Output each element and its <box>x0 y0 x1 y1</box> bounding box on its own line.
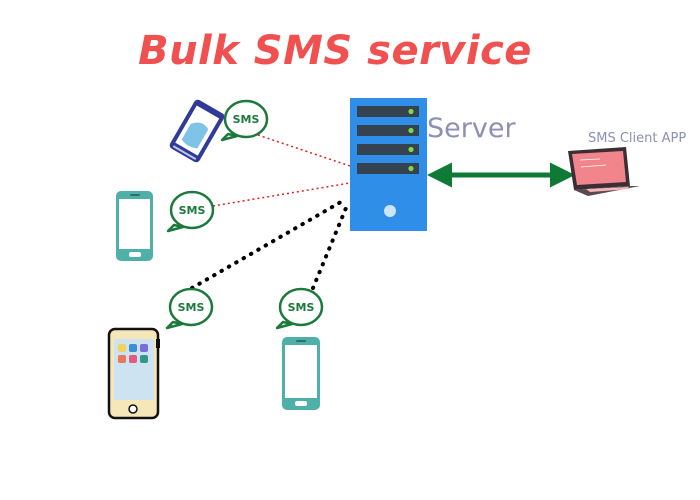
sms-bubble-icon: SMS <box>165 287 214 330</box>
sms-bubble-icon: SMS <box>166 190 215 233</box>
diagram-title: Bulk SMS service <box>138 28 532 74</box>
red-dotted-link-2 <box>212 182 351 207</box>
sms-bubble-icon: SMS <box>275 287 324 330</box>
sms-bubble-label: SMS <box>233 113 260 126</box>
smartphone-icon <box>116 191 153 261</box>
sms-bubble-label: SMS <box>178 301 205 314</box>
server-label: Server <box>427 113 516 144</box>
sms-bubble-label: SMS <box>288 301 315 314</box>
laptop-icon <box>568 147 640 196</box>
black-dotted-link-2 <box>311 206 348 290</box>
sms-bubble-icon: SMS <box>220 99 269 142</box>
sms-bubble-label: SMS <box>179 204 206 217</box>
black-dotted-link-1 <box>190 197 348 290</box>
client-label: SMS Client APP <box>588 131 687 146</box>
server-icon <box>350 98 427 231</box>
smartphone-icon <box>169 99 225 163</box>
smartphone-icon <box>282 337 320 410</box>
red-dotted-link-1 <box>257 134 351 167</box>
smartphone-icon <box>107 327 160 420</box>
